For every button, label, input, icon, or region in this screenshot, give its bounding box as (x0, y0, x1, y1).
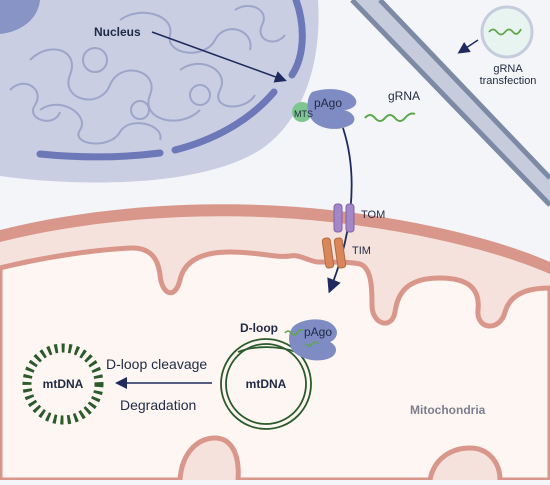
nucleus-label: Nucleus (94, 25, 141, 39)
tim-label: TIM (352, 245, 371, 257)
pago-bound: pAgo D-loop (240, 319, 337, 361)
nucleus (0, 0, 319, 183)
mtdna-degraded: mtDNA (22, 343, 104, 425)
mitochondrion (0, 204, 550, 483)
mtdna-intact: mtDNA (220, 338, 312, 430)
degradation-label: Degradation (120, 397, 196, 413)
grna-strand (364, 112, 416, 122)
mtdna-label-intact: mtDNA (246, 377, 287, 391)
bound-grna-strand-2 (305, 341, 319, 347)
mts-shape (292, 102, 312, 122)
transfection-arrow (457, 39, 479, 54)
tim-complex: TIM (321, 237, 371, 269)
grna-label: gRNA (388, 89, 420, 103)
tom-label: TOM (361, 209, 385, 221)
mts-label: MTS (294, 109, 313, 119)
pago-label-top: pAgo (314, 96, 342, 110)
pago-label-bottom: pAgo (304, 325, 332, 339)
mtdna-label-degraded: mtDNA (43, 377, 84, 391)
dloop-strand (237, 346, 297, 353)
transfection-label-line1: gRNA (493, 63, 523, 75)
nucleus-export-arrow (151, 31, 287, 83)
transfection-label-line2: transfection (480, 75, 537, 87)
transfection-vesicle: gRNA transfection (480, 5, 537, 87)
dloop-label: D-loop (240, 321, 278, 335)
transfection-grna-strand (488, 28, 522, 36)
tom-complex: TOM (333, 203, 385, 233)
pago-shape-top (307, 89, 357, 129)
pago-mts-complex: MTS pAgo (292, 89, 357, 129)
bound-grna-strand (284, 329, 304, 336)
cell-membrane (350, 0, 550, 207)
nucleolus (0, 0, 40, 34)
mitochondria-label: Mitochondria (410, 403, 486, 417)
chromatin (9, 5, 286, 145)
dloop-cleavage-label: D-loop cleavage (106, 356, 207, 372)
